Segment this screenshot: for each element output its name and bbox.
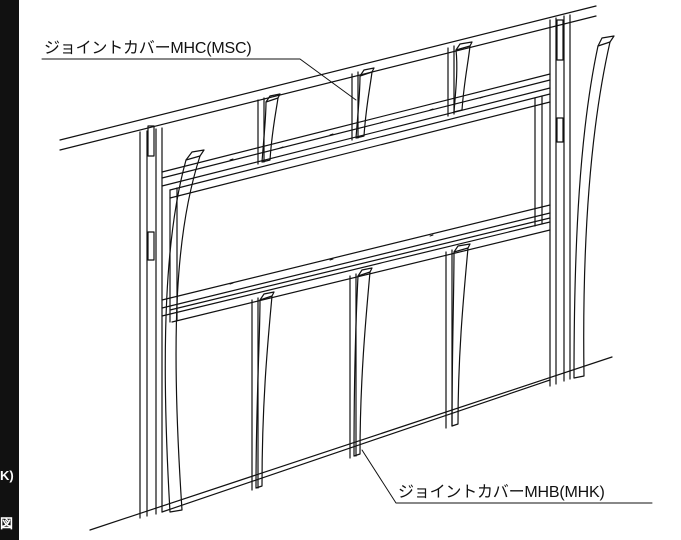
joint-cover-upper-2 xyxy=(355,67,375,139)
ground-line xyxy=(89,356,613,531)
leader-bottom xyxy=(361,449,653,504)
top-beam xyxy=(59,5,597,151)
left-column xyxy=(139,125,163,519)
joint-cover-lower-3 xyxy=(451,243,471,427)
floor-trim xyxy=(161,379,551,513)
joint-cover-left-column xyxy=(164,149,205,513)
edge-fragment-upper: K) xyxy=(0,468,14,483)
joint-cover-upper-3 xyxy=(453,41,473,113)
edge-fragment-lower: 図 xyxy=(0,516,14,531)
joint-cover-lower-2 xyxy=(353,267,373,457)
window-lower-rail xyxy=(161,204,551,323)
lower-seams xyxy=(251,249,453,491)
joint-cover-right-column xyxy=(573,35,615,379)
leader-top xyxy=(41,58,357,101)
left-border-bar xyxy=(0,0,19,540)
rail-fasteners xyxy=(229,96,484,285)
upper-seams xyxy=(257,45,455,165)
joint-cover-lower-1 xyxy=(255,291,275,489)
window-upper-rail xyxy=(161,73,551,199)
right-column xyxy=(549,14,571,387)
callout-label-mhb: ジョイントカバーMHB(MHK) xyxy=(398,484,605,501)
joint-cover-upper-1 xyxy=(261,93,281,163)
callout-label-mhc: ジョイントカバーMHC(MSC) xyxy=(44,40,252,57)
